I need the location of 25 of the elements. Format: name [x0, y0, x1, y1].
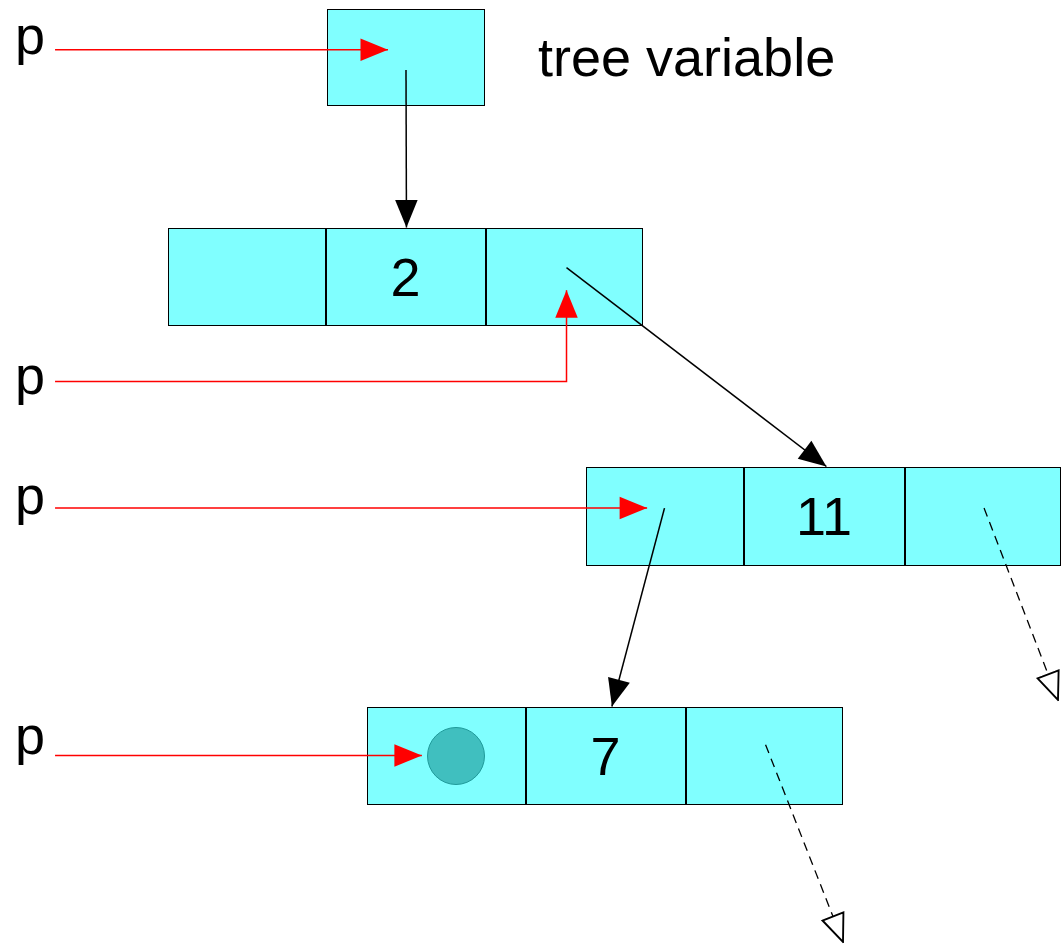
pointer-field [685, 706, 843, 805]
node-value: 7 [590, 728, 621, 783]
pointer-arrow [565, 266, 828, 468]
pointer-field [366, 706, 526, 805]
pointer-arrow [54, 496, 648, 520]
pointer-arrow [764, 744, 845, 943]
tree-node [367, 707, 843, 804]
value-field [525, 706, 686, 805]
value-field [325, 227, 486, 326]
pointer-field [904, 466, 1061, 566]
pointer-arrow [395, 69, 418, 229]
variable-caption: tree variable [538, 30, 836, 84]
pointer-arrow [608, 507, 666, 708]
value-field [743, 466, 905, 566]
tree-node [586, 467, 1061, 565]
node-value: 11 [795, 489, 853, 543]
tree-node [168, 228, 643, 325]
pointer-arrow [54, 38, 389, 61]
pointer-arrow [983, 507, 1060, 701]
pointer-field [585, 466, 744, 566]
pointer-field [167, 227, 326, 326]
pointer-field [485, 227, 643, 326]
node-value: 2 [390, 249, 421, 304]
pointer-arrow [54, 744, 423, 767]
pointer-arrow [54, 289, 578, 383]
